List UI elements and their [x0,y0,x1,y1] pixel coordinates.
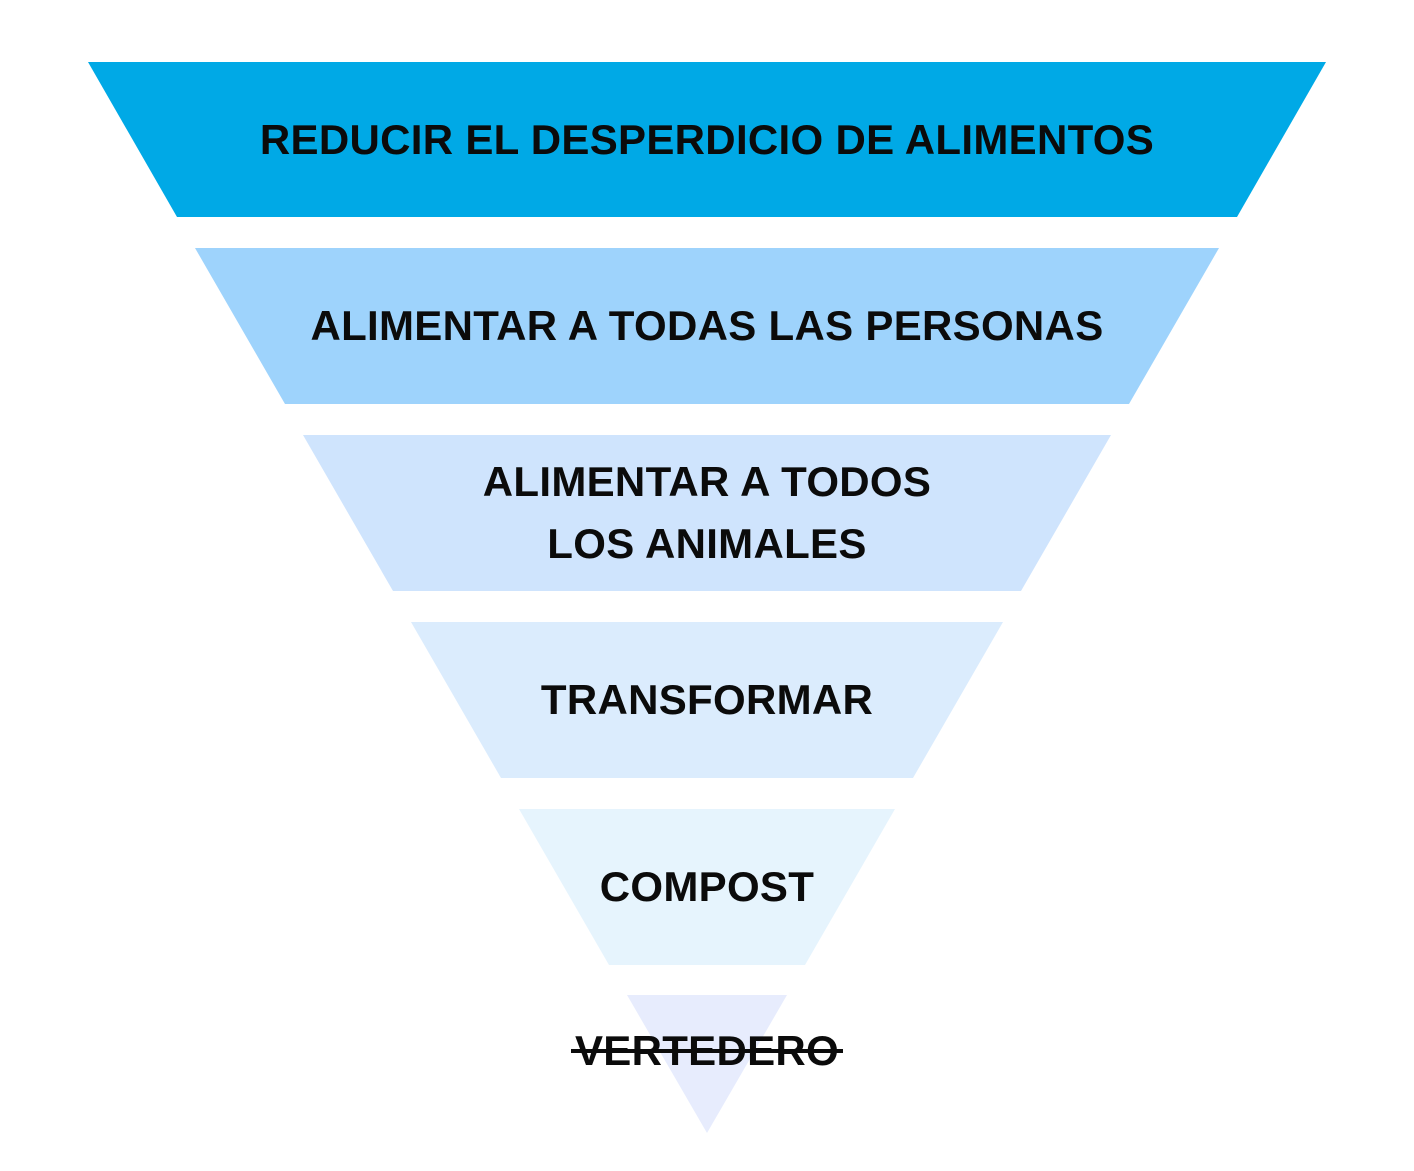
pyramid-level-label: TRANSFORMAR [541,669,873,731]
struck-through-text: VERTEDERO [570,1020,844,1082]
pyramid-level-label: REDUCIR EL DESPERDICIO DE ALIMENTOS [260,109,1154,171]
pyramid-level-2: ALIMENTAR A TODAS LAS PERSONAS [0,248,1414,404]
pyramid-level-5: COMPOST [0,809,1414,965]
pyramid-level-label: COMPOST [600,856,814,918]
pyramid-level-label-line: ALIMENTAR A TODOS [482,458,932,505]
pyramid-level-1-shape [88,62,1326,217]
pyramid-level-4-shape [411,622,1003,778]
pyramid-level-label-line: ALIMENTAR A TODAS LAS PERSONAS [310,302,1104,349]
pyramid-level-1: REDUCIR EL DESPERDICIO DE ALIMENTOS [0,62,1414,217]
pyramid-level-label-line: LOS ANIMALES [547,520,867,567]
pyramid-level-label-line: COMPOST [599,863,815,910]
pyramid-level-3: ALIMENTAR A TODOS LOS ANIMALES [0,435,1414,591]
pyramid-level-label: VERTEDERO [570,1020,844,1082]
pyramid-level-label-line: VERTEDERO [570,1020,844,1082]
pyramid-level-label: ALIMENTAR A TODAS LAS PERSONAS [310,295,1103,357]
pyramid-level-4: TRANSFORMAR [0,622,1414,778]
pyramid-level-label-line: TRANSFORMAR [540,676,874,723]
pyramid-level-6-shape [627,995,787,1133]
pyramid-level-label: ALIMENTAR A TODOS LOS ANIMALES [483,451,931,575]
pyramid-level-3-shape [303,435,1111,591]
pyramid-level-label-line: REDUCIR EL DESPERDICIO DE ALIMENTOS [259,115,1155,163]
pyramid-level-2-shape [195,248,1219,404]
pyramid-level-5-shape [519,809,895,965]
pyramid-level-6: VERTEDERO [0,1020,1414,1082]
